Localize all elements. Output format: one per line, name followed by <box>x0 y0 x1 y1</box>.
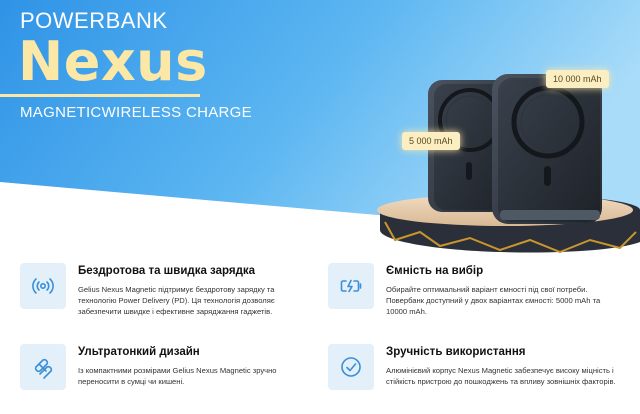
feature-description: Із компактними розмірами Gelius Nexus Ma… <box>78 366 277 386</box>
product-name: Nexus <box>18 30 208 93</box>
capacity-badge-5000: 5 000 mAh <box>402 132 460 150</box>
feature-description: Gelius Nexus Magnetic підтримує бездрото… <box>78 285 275 316</box>
wireless-charging-icon <box>20 263 66 309</box>
feature-title: Бездротова та швидка зарядка <box>78 265 256 277</box>
battery-charging-icon <box>328 263 374 309</box>
powerbank-10000 <box>492 74 602 224</box>
feature-title: Зручність використання <box>386 346 526 358</box>
slim-design-icon <box>20 344 66 390</box>
product-subtitle: MAGNETICWIRELESS CHARGE <box>20 104 252 121</box>
check-circle-icon <box>328 344 374 390</box>
feature-title: Ультратонкий дизайн <box>78 346 200 358</box>
feature-description: Обирайте оптимальний варіант ємності під… <box>386 285 601 316</box>
feature-title: Ємність на вибір <box>386 265 484 277</box>
feature-description: Алюмінієвий корпус Nexus Magnetic забезп… <box>386 366 616 386</box>
capacity-badge-10000: 10 000 mAh <box>546 70 609 88</box>
brand-label: POWERBANK <box>20 8 168 33</box>
brand-underline <box>0 94 200 97</box>
